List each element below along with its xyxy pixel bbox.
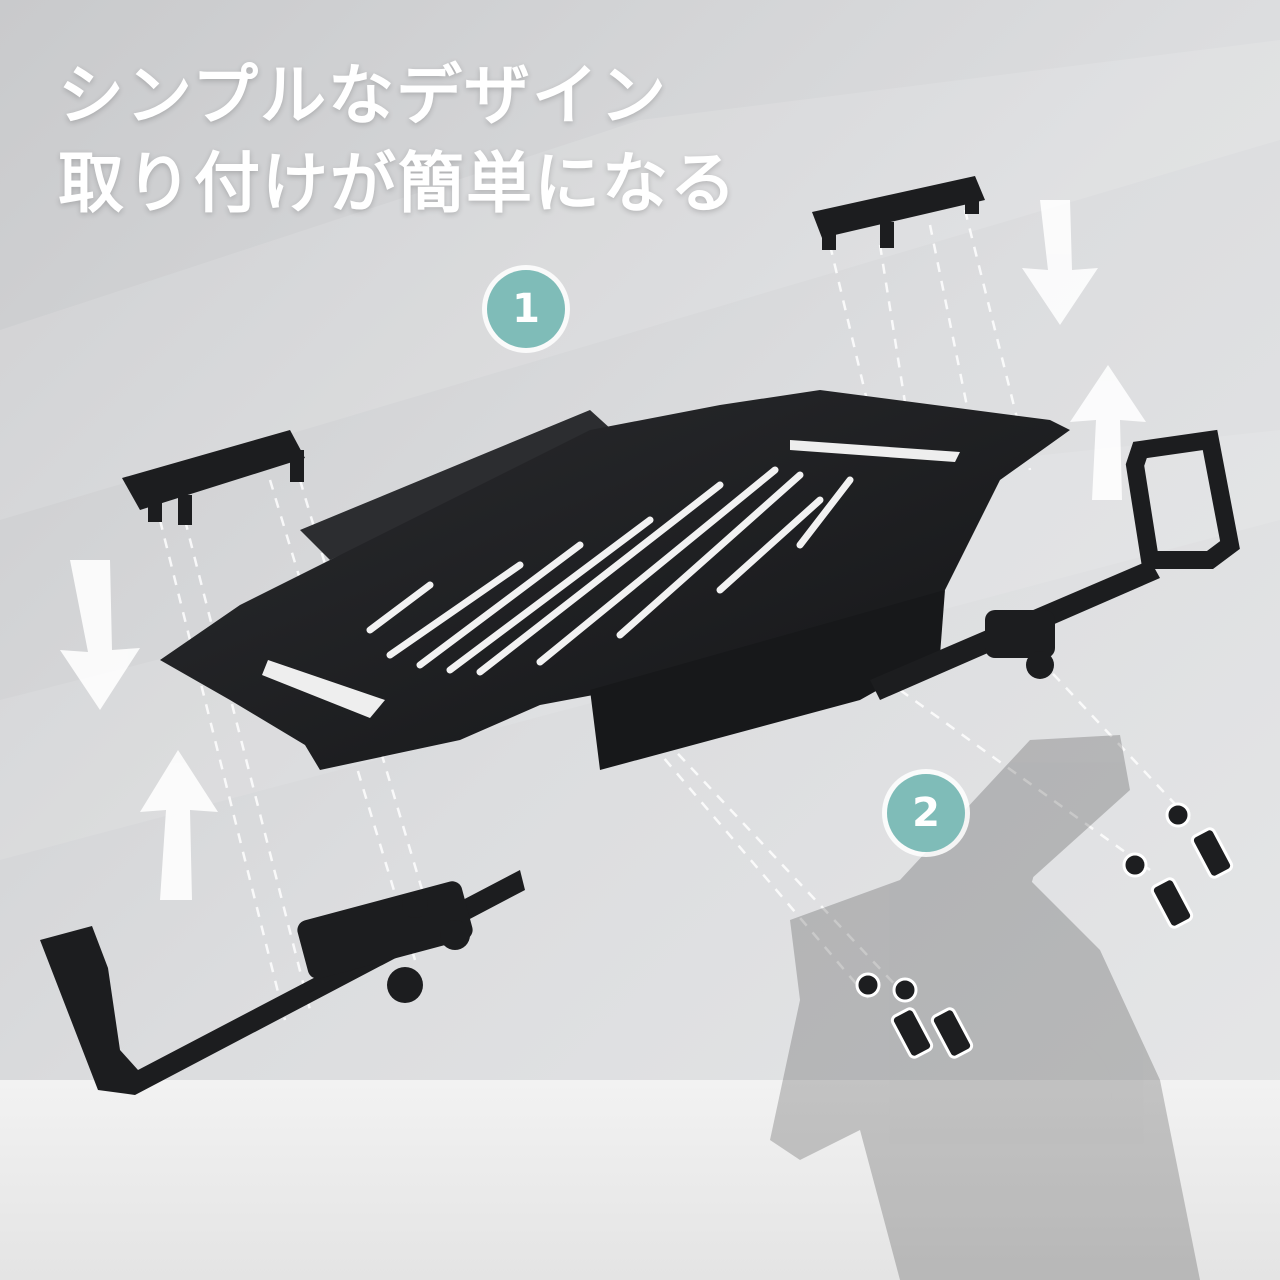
step-badge-1: 1: [487, 270, 565, 348]
headline-line-1: シンプルなデザイン: [58, 57, 669, 134]
end-cap: [812, 176, 985, 250]
floor: [0, 1080, 1280, 1280]
clamp-arm: [870, 429, 1240, 700]
vent-slots: [366, 466, 854, 676]
laptop-tray: [160, 390, 1070, 770]
end-cap: [122, 430, 305, 525]
headline: シンプルなデザイン 取り付けが簡単になる: [58, 52, 738, 228]
headline-line-2: 取り付けが簡単になる: [58, 145, 738, 222]
arrow-icon: [60, 200, 1146, 900]
light-streak: [0, 40, 1280, 520]
tray-handle-slot: [790, 440, 960, 462]
tray-back-wall: [300, 410, 612, 560]
screw-set: [855, 802, 1234, 1059]
clamp-arm: [40, 870, 525, 1095]
step-badge-2: 2: [887, 774, 965, 852]
tray-side-plate: [590, 590, 945, 770]
tray-handle-slot: [262, 660, 385, 718]
